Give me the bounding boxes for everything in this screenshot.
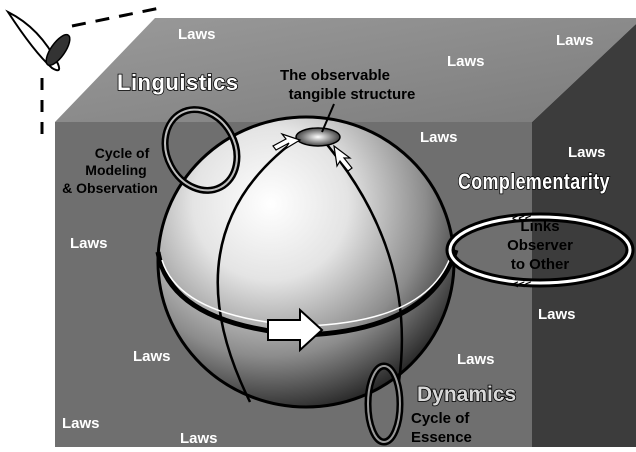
sphere — [158, 117, 454, 407]
dynamics-title: Dynamics — [417, 383, 516, 406]
links-label-line3: to Other — [511, 256, 569, 273]
links-label-line2: Observer — [507, 237, 573, 254]
linguistics-title: Linguistics — [117, 70, 239, 95]
complementarity-title: Complementarity — [458, 169, 610, 194]
ring-chevrons-bottom: <<< — [512, 279, 531, 291]
laws-label: Laws — [62, 415, 100, 432]
cycle-modeling-line3: & Observation — [62, 180, 158, 196]
laws-label: Laws — [556, 32, 594, 49]
laws-label: Laws — [180, 430, 218, 447]
cycle-essence-line1: Cycle of — [411, 410, 470, 427]
laws-label: Laws — [457, 351, 495, 368]
laws-label: Laws — [133, 348, 171, 365]
view-line-top — [72, 8, 160, 26]
cycle-modeling-line1: Cycle of — [95, 145, 150, 161]
laws-label: Laws — [178, 26, 216, 43]
laws-label: Laws — [447, 53, 485, 70]
cycle-modeling-line2: Modeling — [85, 162, 146, 178]
laws-label: Laws — [568, 144, 606, 161]
links-label-line1: Links — [520, 218, 559, 235]
observable-label-line1: The observable — [280, 67, 390, 84]
laws-label: Laws — [538, 306, 576, 323]
observable-label-line2: tangible structure — [289, 86, 416, 103]
cycle-essence-line2: Essence — [411, 429, 472, 446]
observable-spot — [296, 128, 340, 146]
laws-label: Laws — [420, 129, 458, 146]
laws-label: Laws — [70, 235, 108, 252]
